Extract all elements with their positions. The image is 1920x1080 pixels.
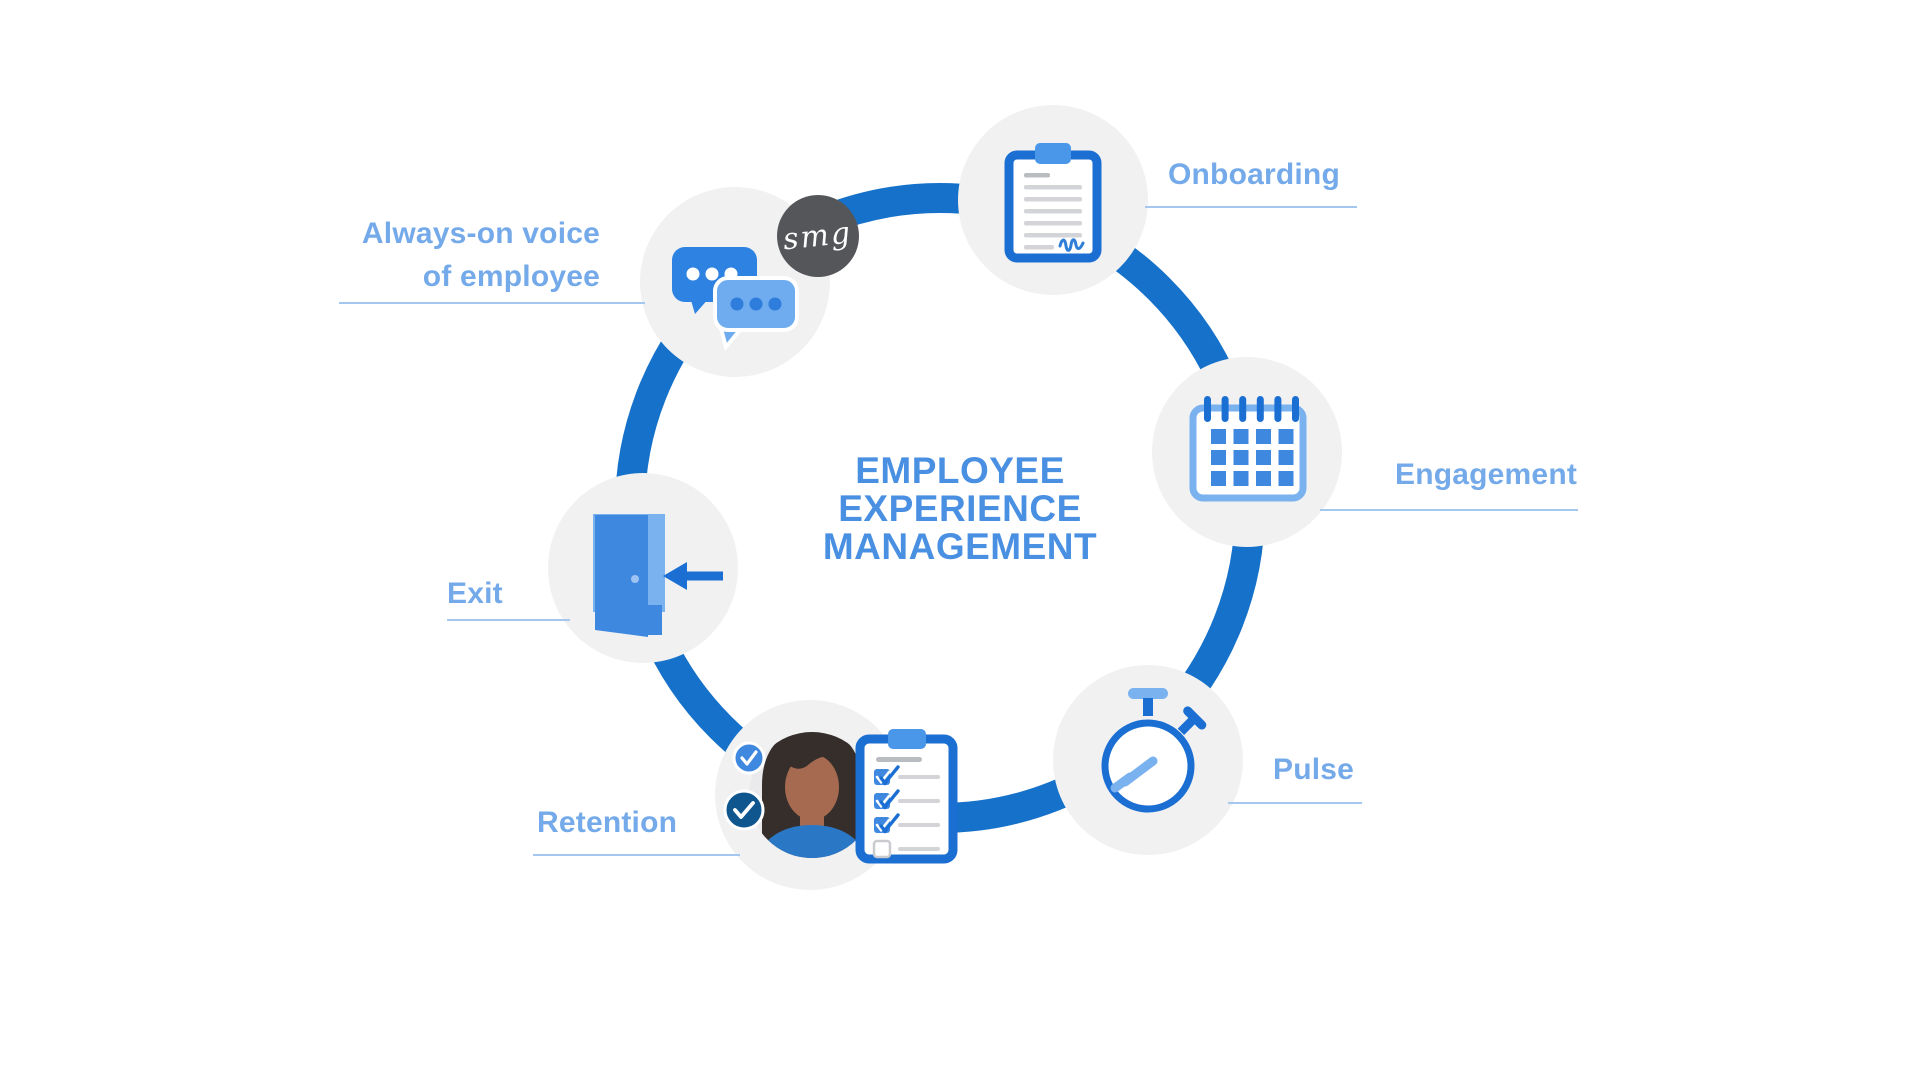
stage-node-engagement	[1152, 357, 1342, 547]
clipboard-signature-icon	[1004, 143, 1102, 263]
stage-node-exit	[548, 473, 738, 663]
employee-checklist-icon	[723, 729, 958, 864]
chat-bubbles-icon	[672, 247, 799, 352]
stage-node-always-on-voice	[640, 187, 830, 377]
always-on-voice-line2: of employee	[422, 260, 600, 293]
always-on-voice-line1: Always-on voice	[361, 217, 600, 250]
check-badge-icon	[723, 789, 765, 831]
stopwatch-icon	[1101, 688, 1207, 813]
pulse-label-underline	[1228, 802, 1362, 804]
calendar-grid	[1211, 429, 1294, 486]
stage-label-retention: Retention	[537, 806, 678, 839]
engagement-label-underline	[1320, 509, 1578, 511]
exit-label-underline	[447, 619, 570, 621]
employee-avatar	[749, 732, 875, 858]
stage-label-always-on-voice: Always-on voice of employee	[300, 212, 600, 298]
calendar-icon	[1189, 396, 1307, 502]
retention-label-underline	[533, 854, 740, 856]
stage-label-onboarding: Onboarding	[1168, 158, 1340, 191]
smg-logo-text: smg	[781, 214, 855, 258]
stage-node-retention	[715, 700, 958, 890]
checklist-clipboard	[855, 729, 958, 864]
open-door-arrow-icon	[593, 514, 723, 637]
diagram-title: EMPLOYEE EXPERIENCE MANAGEMENT	[710, 452, 1210, 566]
diagram-title-line3: MANAGEMENT	[822, 526, 1098, 567]
stage-label-engagement: Engagement	[1395, 458, 1578, 491]
stage-label-exit: Exit	[447, 577, 503, 610]
check-badge-icon	[732, 741, 766, 775]
stage-label-pulse: Pulse	[1273, 753, 1355, 786]
stage-node-pulse	[1053, 665, 1243, 855]
always-on-voice-label-underline	[339, 302, 645, 304]
stage-node-onboarding	[958, 105, 1148, 295]
smg-logo: smg	[777, 195, 859, 277]
onboarding-label-underline	[1145, 206, 1357, 208]
diagram-title-line2: EXPERIENCE	[838, 488, 1082, 529]
diagram-title-line1: EMPLOYEE	[855, 450, 1065, 491]
